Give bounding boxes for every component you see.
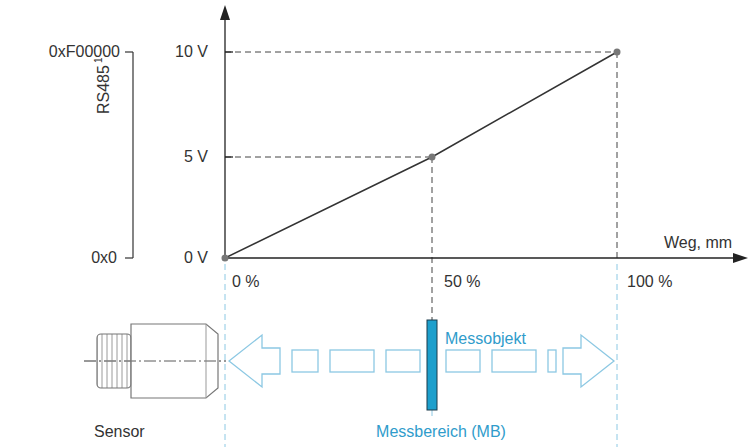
guide-lines <box>225 52 617 320</box>
axis-value: 0 V <box>184 249 208 267</box>
target-bar <box>427 320 437 410</box>
axis-arrow <box>733 253 748 263</box>
interface-label: RS485 <box>95 65 112 114</box>
rs485-scale <box>125 52 133 258</box>
target-label: Messobjekt <box>445 330 526 348</box>
sensor-label: Sensor <box>94 423 145 441</box>
axes <box>225 14 738 258</box>
axis-percent: 50 % <box>444 273 480 291</box>
axis-title: Weg, mm <box>664 234 732 252</box>
scale-value: 0xF00000 <box>49 43 120 61</box>
sensor-illustration <box>84 324 226 398</box>
axis-value: 10 V <box>175 43 208 61</box>
rotated-label: RS4851 <box>93 58 113 114</box>
axis-percent: 0 % <box>232 273 260 291</box>
scale-value: 0x0 <box>91 249 117 267</box>
axis-value: 5 V <box>184 148 208 166</box>
range-lines <box>225 264 617 447</box>
axis-arrow <box>220 5 230 20</box>
characteristic-line <box>225 52 617 258</box>
axis-percent: 100 % <box>627 273 672 291</box>
range-arrow <box>229 335 614 387</box>
range-label: Messbereich (MB) <box>376 423 506 441</box>
data-points <box>222 49 621 262</box>
